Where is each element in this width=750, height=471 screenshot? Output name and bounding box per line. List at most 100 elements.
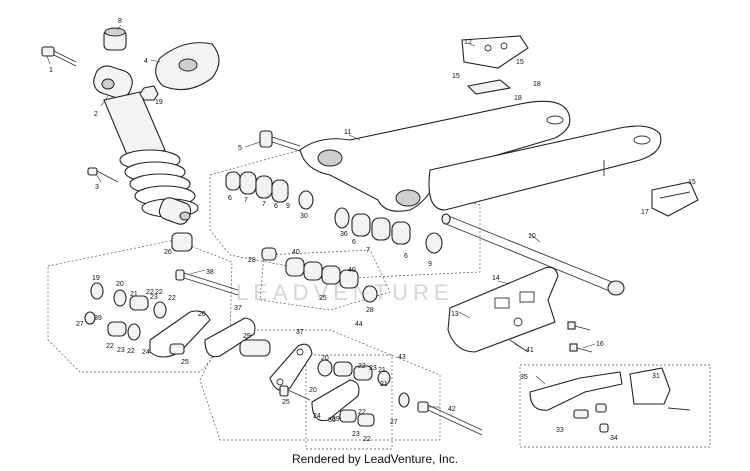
callout-11: 11 [344, 129, 351, 136]
callout-19a: 19 [155, 99, 163, 106]
callout-6b: 6 [274, 203, 278, 210]
part-bolt-42 [417, 401, 483, 436]
part-pad-4 [155, 42, 220, 91]
callout-4: 4 [144, 58, 148, 65]
callout-6c: 6 [352, 239, 356, 246]
callout-1: 1 [49, 67, 53, 74]
part-bushing-8 [103, 27, 127, 51]
callout-21c: 21 [380, 381, 388, 388]
callout-15a: 15 [452, 73, 460, 80]
callout-18a: 18 [533, 81, 541, 88]
callout-25b: 25 [282, 399, 290, 406]
callout-3: 3 [95, 184, 99, 191]
callout-44: 44 [355, 321, 363, 328]
part-bushing-set-middle [261, 247, 378, 303]
callout-22c: 22 [168, 295, 176, 302]
callout-15b: 15 [516, 59, 524, 66]
callout-8: 8 [118, 18, 122, 25]
callout-20a: 20 [116, 281, 124, 288]
callout-7c: 7 [366, 247, 370, 254]
callout-6a: 6 [228, 195, 232, 202]
part-bushing-26 [171, 232, 193, 252]
callout-27a: 27 [76, 321, 84, 328]
callout-23b: 23 [117, 347, 125, 354]
callout-22g: 22 [358, 409, 366, 416]
footer-credit: Rendered by LeadVenture, Inc. [291, 452, 459, 466]
callout-23d: 23 [352, 431, 360, 438]
callout-36a: 36 [340, 231, 348, 238]
callout-20d: 20 [309, 387, 317, 394]
callout-41: 41 [526, 347, 534, 354]
callout-24a: 24 [142, 349, 150, 356]
part-linkage-37 [239, 339, 313, 391]
callout-26: 26 [164, 249, 172, 256]
callout-9a: 9 [286, 203, 290, 210]
callout-25a: 25 [181, 359, 189, 366]
part-kit-35 [529, 367, 691, 433]
callout-33: 33 [556, 427, 564, 434]
callout-22d: 22 [106, 343, 114, 350]
callout-35: 35 [520, 374, 528, 381]
part-spacer-set-upper [225, 171, 314, 210]
callout-2: 2 [94, 111, 98, 118]
callout-38: 38 [206, 269, 214, 276]
part-bolt-1 [41, 46, 77, 67]
callout-39a: 39 [94, 315, 102, 322]
callout-29: 29 [243, 333, 251, 340]
part-chain-guide-12 [461, 35, 529, 95]
part-nut-19-top [139, 85, 159, 101]
callout-24b: 24 [313, 413, 321, 420]
callout-10: 10 [528, 233, 536, 240]
callout-5: 5 [238, 145, 242, 152]
callout-6d: 6 [404, 253, 408, 260]
callout-23a: 23 [150, 294, 158, 301]
callout-40a: 40 [292, 249, 300, 256]
callout-20c: 20 [321, 355, 329, 362]
part-bolt-3 [87, 167, 119, 183]
callout-37a: 37 [234, 305, 242, 312]
part-linkage-43 [279, 359, 410, 427]
part-guide-17 [651, 181, 699, 217]
callout-22h: 22 [363, 436, 371, 443]
callout-15c: 15 [688, 179, 696, 186]
callout-21a: 21 [130, 291, 138, 298]
part-swingarm-11 [299, 100, 662, 212]
part-bolt-38 [175, 269, 239, 296]
callout-43: 43 [398, 354, 406, 361]
callout-28a: 28 [248, 257, 256, 264]
callout-7a: 7 [244, 197, 248, 204]
callout-37b: 37 [296, 329, 304, 336]
callout-36b: 36 [328, 417, 336, 424]
callout-21b: 21 [378, 367, 386, 374]
part-axle-10 [441, 213, 625, 296]
callout-30: 30 [300, 213, 308, 220]
part-bolt-5 [259, 130, 301, 152]
part-linkage-left [84, 282, 256, 358]
callout-22f: 22 [358, 363, 366, 370]
callout-20b: 20 [198, 311, 206, 318]
callout-39b: 39 [332, 416, 340, 423]
part-shock-absorber-2 [93, 65, 199, 225]
callout-16: 16 [596, 341, 604, 348]
callout-14: 14 [492, 275, 500, 282]
callout-22a: 22 [146, 289, 154, 296]
callout-27b: 27 [390, 419, 398, 426]
callout-31: 31 [652, 373, 660, 380]
callout-22e: 22 [127, 348, 135, 355]
callout-labels: 1 2 3 4 5 6 6 6 6 7 7 7 8 9 9 10 11 12 1… [49, 18, 696, 443]
callout-42: 42 [448, 406, 456, 413]
callout-13: 13 [451, 311, 459, 318]
callout-9b: 9 [428, 261, 432, 268]
callout-17: 17 [641, 209, 649, 216]
callout-25c: 25 [319, 295, 327, 302]
leader-lines [46, 24, 596, 408]
callout-19b: 19 [92, 275, 100, 282]
callout-7b: 7 [262, 201, 266, 208]
callout-22b: 22 [155, 289, 163, 296]
part-chain-slider-13 [447, 266, 559, 353]
callout-28b: 28 [366, 307, 374, 314]
callout-34: 34 [610, 435, 618, 442]
callout-12: 12 [464, 39, 472, 46]
part-spacer-set-lower [334, 207, 443, 254]
